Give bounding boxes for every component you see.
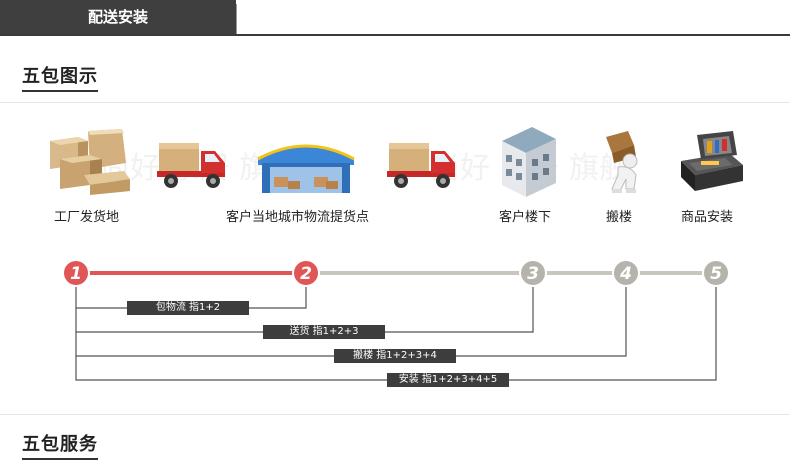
step-5: 5 — [702, 259, 730, 287]
bracket-line — [75, 286, 627, 357]
carrying-person-icon — [600, 131, 650, 205]
step-3: 3 — [519, 259, 547, 287]
step-number: 4 — [619, 264, 632, 284]
title-underline — [22, 458, 98, 460]
toolbox-icon — [677, 131, 747, 199]
section-title-text: 五包服务 — [22, 434, 98, 455]
bracket-label-delivery: 送货 指1+2+3 — [263, 325, 385, 339]
section-title-text: 五包图示 — [22, 66, 98, 87]
station-label: 客户当地城市物流提货点 — [226, 210, 370, 225]
station-label: 客户楼下 — [499, 210, 552, 225]
tab-delivery-install[interactable]: 配送安装 — [0, 0, 236, 34]
diagram-panel: 尚好 家居 旗舰 尚好 家居 旗舰 工厂发货地 — [0, 102, 790, 415]
step-4: 4 — [612, 259, 640, 287]
step-1: 1 — [62, 259, 90, 287]
delivery-truck-icon — [387, 139, 457, 195]
station-label: 搬楼 — [606, 210, 633, 225]
step-number: 5 — [710, 264, 722, 284]
bracket-label-installation: 安装 指1+2+3+4+5 — [387, 373, 509, 387]
station-label: 商品安装 — [681, 210, 734, 225]
title-underline — [22, 90, 98, 92]
tab-bar: 配送安装 — [0, 0, 790, 36]
boxes-icon — [44, 129, 134, 199]
delivery-truck-icon — [157, 139, 227, 195]
tab-divider — [236, 4, 237, 34]
step-number: 1 — [70, 264, 82, 284]
station-label: 工厂发货地 — [54, 210, 120, 225]
step-number: 2 — [300, 264, 312, 284]
warehouse-icon — [256, 137, 356, 197]
bracket-label-logistics: 包物流 指1+2 — [127, 301, 249, 315]
service-steps-diagram: 1 2 3 4 5 — [62, 259, 730, 381]
section-title-five-services: 五包服务 — [22, 430, 98, 460]
step-number: 3 — [527, 264, 539, 284]
bracket-label-carry-upstairs: 搬楼 指1+2+3+4 — [334, 349, 456, 363]
building-icon — [496, 125, 558, 203]
section-title-five-services-diagram: 五包图示 — [22, 62, 98, 92]
step-2: 2 — [292, 259, 320, 287]
